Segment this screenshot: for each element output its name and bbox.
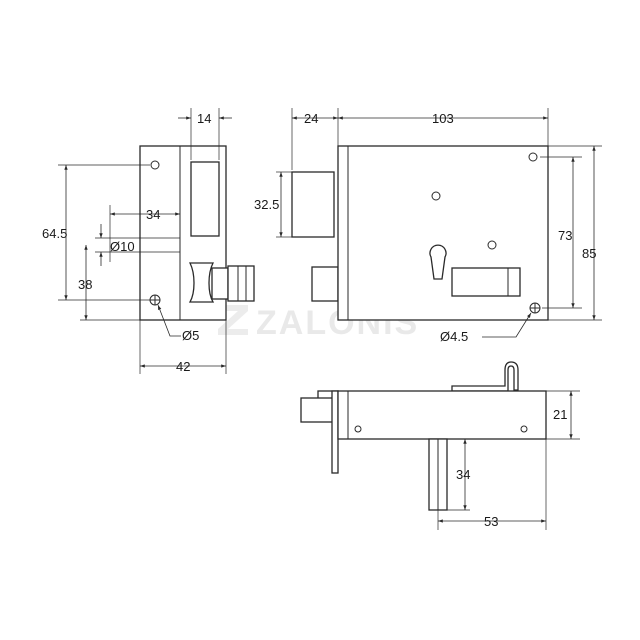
bottom-view (300, 361, 547, 511)
dim-main-width: 103 (432, 111, 454, 126)
front-knob (188, 262, 215, 303)
main-deadbolt (291, 171, 335, 238)
front-bottom-screw-icon (149, 294, 161, 306)
dim-front-height: 64.5 (42, 226, 67, 241)
dim-bottom-spindle-length: 34 (456, 467, 470, 482)
dim-front-strike-width: 14 (197, 111, 211, 126)
bottom-case (337, 390, 547, 440)
main-view (291, 145, 549, 321)
dim-front-hole-dia: Ø10 (110, 239, 135, 254)
dim-main-screw-dia: Ø4.5 (440, 329, 468, 344)
main-top-screw-hole (528, 152, 538, 162)
dim-main-bolt-height: 32.5 (254, 197, 279, 212)
dim-front-width: 42 (176, 359, 190, 374)
bottom-dimensions: 21 34 53 (437, 390, 580, 530)
front-latch-bolt (227, 265, 255, 302)
bottom-rivet-right (520, 425, 528, 433)
dim-front-screw-dia: Ø5 (182, 328, 199, 343)
front-knob-collar (211, 267, 229, 300)
main-bottom-screw-icon (529, 302, 541, 314)
bottom-rivet-left (354, 425, 362, 433)
keyhole-icon (429, 244, 447, 280)
dim-main-height: 85 (582, 246, 596, 261)
dim-main-backset: 24 (304, 111, 318, 126)
dim-bottom-depth: 21 (553, 407, 567, 422)
brand-logo-icon (218, 305, 248, 335)
front-dimensions: 14 64.5 34 Ø10 38 Ø5 42 (42, 108, 232, 374)
dim-front-bolt-offset: 34 (146, 207, 160, 222)
front-top-screw-hole (150, 160, 160, 170)
dim-main-inner-height: 73 (558, 228, 572, 243)
main-rivet-top (431, 191, 441, 201)
dim-front-hole-height: 38 (78, 277, 92, 292)
front-view (139, 145, 255, 321)
bottom-hook (451, 361, 519, 392)
main-dimensions: 24 103 32.5 73 85 Ø4.5 (254, 108, 602, 344)
main-latch (311, 266, 339, 302)
front-strike-slot (190, 161, 220, 237)
dim-bottom-spindle-offset: 53 (484, 514, 498, 529)
bottom-strike-plate (331, 390, 339, 474)
main-bolt-slot (451, 267, 521, 297)
main-rivet-right (487, 240, 497, 250)
